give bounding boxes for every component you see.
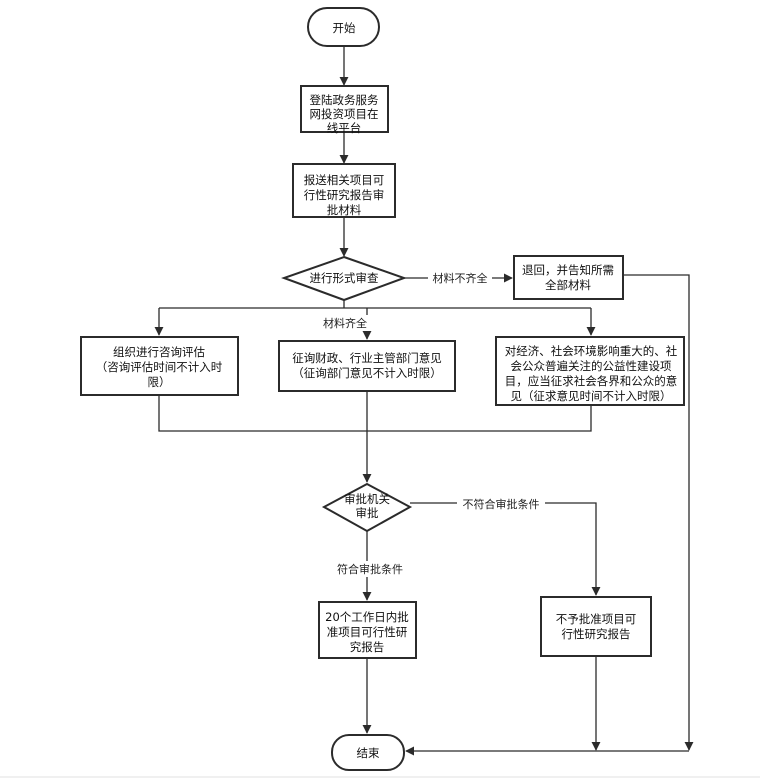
node-consult: 组织进行咨询评估（咨询评估时间不计入时限） bbox=[80, 336, 239, 396]
merge-bus bbox=[158, 395, 592, 432]
node-approve: 20个工作日内批准项目可行性研究报告 bbox=[318, 601, 417, 659]
node-text-line: 批材料 bbox=[327, 203, 362, 217]
node-login: 登陆政务服务网投资项目在线平台 bbox=[300, 85, 389, 135]
node-return: 退回，并告知所需全部材料 bbox=[513, 255, 624, 300]
node-submit: 报送相关项目可行性研究报告审批材料 bbox=[292, 163, 396, 218]
node-text-line: 行性研究报告 bbox=[562, 627, 631, 641]
node-solicit: 征询财政、行业主管部门意见（征询部门意见不计入时限） bbox=[278, 340, 456, 392]
svg-text:材料不齐全: 材料不齐全 bbox=[433, 271, 488, 285]
node-start: 开始 bbox=[307, 7, 380, 47]
svg-text:材料齐全: 材料齐全 bbox=[323, 316, 367, 330]
edge-label-not-qualified: 不符合审批条件 bbox=[457, 496, 545, 512]
node-text-line: 准项目可行性研 bbox=[327, 625, 408, 639]
svg-text:组织进行咨询评估（咨询评估时间不计入时限）: 组织进行咨询评估（咨询评估时间不计入时限） bbox=[96, 345, 223, 389]
node-text-line: 线平台 bbox=[327, 121, 362, 135]
node-formal-review: 进行形式审查 bbox=[281, 255, 407, 302]
node-text-line: （征询部门意见不计入时限） bbox=[292, 366, 442, 380]
svg-text:20个工作日内批准项目可行性研究报告: 20个工作日内批准项目可行性研究报告 bbox=[325, 610, 409, 654]
svg-text:报送相关项目可行性研究报告审批材料: 报送相关项目可行性研究报告审批材料 bbox=[304, 173, 385, 217]
node-text-line: 审批机关 bbox=[344, 492, 390, 506]
svg-text:不符合审批条件: 不符合审批条件 bbox=[463, 497, 540, 511]
edge-label-incomplete: 材料不齐全 bbox=[428, 270, 492, 286]
svg-text:审批机关审批: 审批机关审批 bbox=[344, 492, 390, 520]
node-text-line: 开始 bbox=[333, 21, 356, 35]
svg-text:进行形式审查: 进行形式审查 bbox=[310, 271, 379, 285]
svg-text:登陆政务服务网投资项目在线平台: 登陆政务服务网投资项目在线平台 bbox=[310, 93, 379, 135]
edge-approval-reject bbox=[410, 502, 601, 596]
node-text-line: 限） bbox=[148, 375, 171, 389]
svg-text:对经济、社会环境影响重大的、社会公众普遍关注的公益性建设项目: 对经济、社会环境影响重大的、社会公众普遍关注的公益性建设项目，应当征求社会各界和… bbox=[505, 344, 678, 403]
node-text-line: 不予批准项目可 bbox=[556, 612, 637, 626]
svg-text:结束: 结束 bbox=[357, 746, 380, 760]
node-text-line: 组织进行咨询评估 bbox=[113, 345, 205, 359]
node-text-line: 网投资项目在 bbox=[310, 107, 379, 121]
node-text-line: 目，应当征求社会各界和公众的意 bbox=[505, 374, 678, 388]
node-public: 对经济、社会环境影响重大的、社会公众普遍关注的公益性建设项目，应当征求社会各界和… bbox=[495, 336, 685, 406]
edge-label-qualified: 符合审批条件 bbox=[332, 561, 408, 577]
node-text-line: 征询财政、行业主管部门意见 bbox=[292, 351, 442, 365]
node-text-line: 进行形式审查 bbox=[310, 271, 379, 285]
svg-text:征询财政、行业主管部门意见（征询部门意见不计入时限）: 征询财政、行业主管部门意见（征询部门意见不计入时限） bbox=[292, 351, 442, 380]
node-text-line: 究报告 bbox=[350, 640, 385, 654]
node-text-line: 登陆政务服务 bbox=[310, 93, 379, 107]
svg-text:不予批准项目可行性研究报告: 不予批准项目可行性研究报告 bbox=[556, 612, 637, 641]
svg-text:开始: 开始 bbox=[333, 21, 356, 35]
node-reject: 不予批准项目可行性研究报告 bbox=[540, 596, 652, 657]
svg-text:符合审批条件: 符合审批条件 bbox=[337, 562, 403, 576]
node-text-line: 20个工作日内批 bbox=[325, 610, 409, 624]
node-approval: 审批机关审批 bbox=[321, 482, 413, 533]
node-end: 结束 bbox=[331, 734, 405, 771]
node-text-line: 会公众普遍关注的公益性建设项 bbox=[511, 359, 672, 373]
node-text-line: 报送相关项目可 bbox=[304, 173, 385, 187]
node-text-line: 全部材料 bbox=[545, 278, 591, 292]
node-text-line: 退回，并告知所需 bbox=[522, 263, 614, 277]
node-text-line: 结束 bbox=[357, 746, 380, 760]
svg-text:退回，并告知所需全部材料: 退回，并告知所需全部材料 bbox=[522, 263, 614, 292]
node-text-line: 对经济、社会环境影响重大的、社 bbox=[505, 344, 678, 358]
edge-label-complete: 材料齐全 bbox=[318, 315, 372, 331]
edge-return-end bbox=[623, 274, 694, 751]
node-text-line: 见（征求意见时间不计入时限） bbox=[511, 389, 672, 403]
node-text-line: 行性研究报告审 bbox=[304, 188, 385, 202]
node-text-line: 审批 bbox=[356, 506, 379, 520]
node-text-line: （咨询评估时间不计入时 bbox=[96, 360, 223, 374]
